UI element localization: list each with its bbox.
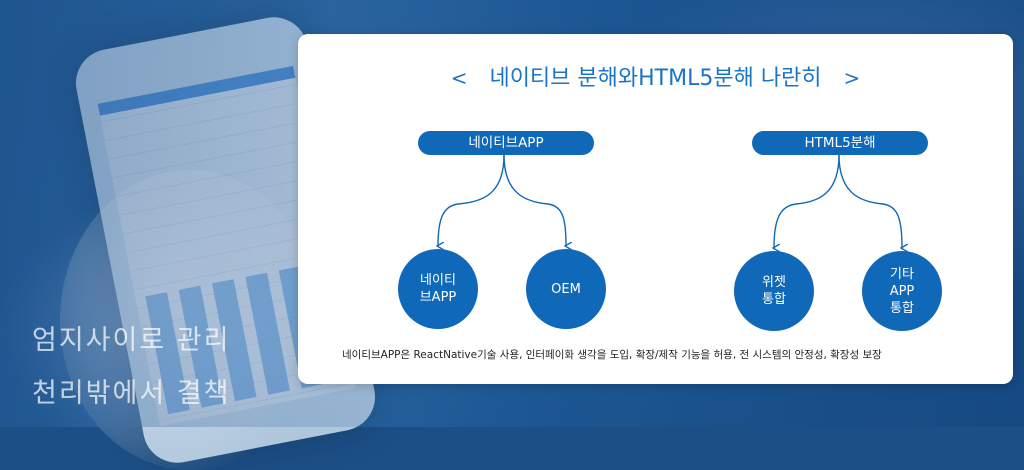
description-note: 네이티브APP은 ReactNative기술 사용, 인터페이화 생각을 도입,… <box>342 349 882 361</box>
node-other-app-integration: 기타 APP 통합 <box>862 251 942 331</box>
connector-left-1 <box>438 154 505 246</box>
card-title-text: 네이티브 분해와HTML5분해 나란히 <box>489 66 822 91</box>
bracket-left: < <box>450 66 468 90</box>
node-oem: OEM <box>526 249 606 329</box>
comparison-card: < 네이티브 분해와HTML5분해 나란히 > 네이티브APP HTML5분해 네이… <box>298 34 1013 384</box>
tagline-line-2: 천리밖에서 결책 <box>32 378 231 409</box>
connector-right-2 <box>838 154 902 248</box>
connector-left-2 <box>503 154 566 246</box>
connector-arrows <box>298 154 1013 384</box>
root-html5: HTML5분해 <box>752 131 928 155</box>
bracket-right: > <box>843 66 861 90</box>
root-native-app: 네이티브APP <box>418 131 594 155</box>
connector-right-1 <box>774 154 840 248</box>
tagline-line-1: 엄지사이로 관리 <box>32 325 231 356</box>
node-widget-integration: 위젯 통합 <box>734 251 814 331</box>
card-title: < 네이티브 분해와HTML5분해 나란히 > <box>298 60 1013 92</box>
node-native-app: 네이티 브APP <box>398 249 478 329</box>
